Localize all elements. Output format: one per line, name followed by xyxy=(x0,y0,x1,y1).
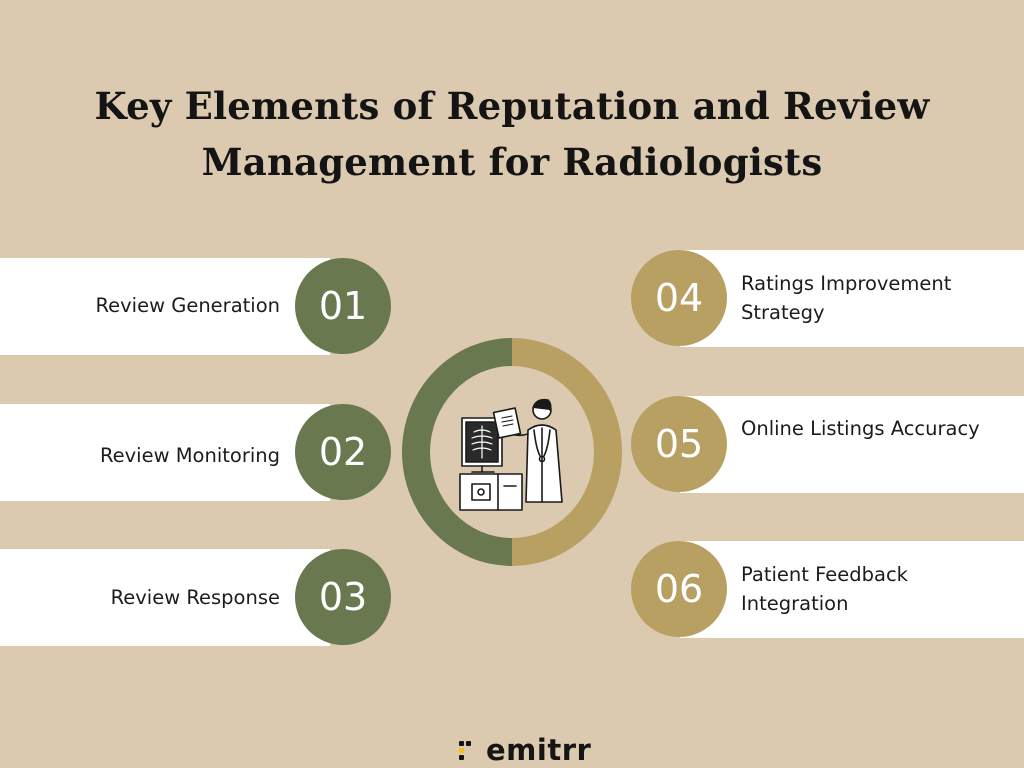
item-band-3 xyxy=(0,549,330,646)
item-band-1 xyxy=(0,258,330,355)
item-label-4: Ratings Improvement Strategy xyxy=(741,272,952,324)
logo-text: emitrr xyxy=(486,733,592,767)
title-line-2: Management for Radiologists xyxy=(201,140,823,184)
item-band-5 xyxy=(680,396,1024,493)
item-number-5: 05 xyxy=(631,396,727,492)
title-line-1: Key Elements of Reputation and Review xyxy=(94,84,930,128)
item-number-3: 03 xyxy=(295,549,391,645)
donut-right-half xyxy=(512,338,622,566)
page-title: Key Elements of Reputation and Review Ma… xyxy=(0,78,1024,190)
item-label-1: Review Generation xyxy=(95,294,280,317)
item-band-2 xyxy=(0,404,330,501)
item-number-1: 01 xyxy=(295,258,391,354)
item-label-5: Online Listings Accuracy xyxy=(741,417,980,440)
item-number-4: 04 xyxy=(631,250,727,346)
emitrr-logo: emitrr xyxy=(458,733,591,767)
item-band-4 xyxy=(680,250,1024,347)
center-donut xyxy=(402,338,622,566)
item-number-2: 02 xyxy=(295,404,391,500)
item-label-3: Review Response xyxy=(110,586,280,609)
donut-left-half xyxy=(402,338,512,566)
item-band-6 xyxy=(680,541,1024,638)
item-number-6: 06 xyxy=(631,541,727,637)
item-label-2: Review Monitoring xyxy=(99,444,280,467)
item-label-6: Patient Feedback Integration xyxy=(741,563,908,615)
radiologist-xray-icon xyxy=(459,398,563,511)
logo-dots-icon xyxy=(459,741,471,760)
